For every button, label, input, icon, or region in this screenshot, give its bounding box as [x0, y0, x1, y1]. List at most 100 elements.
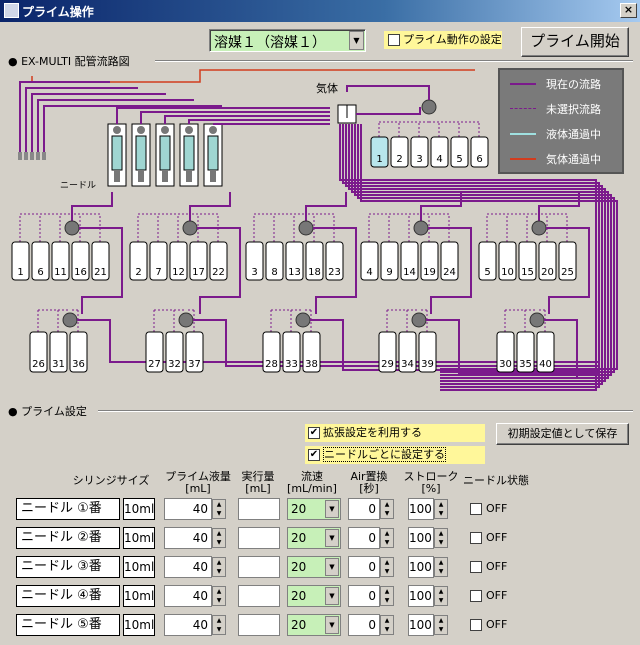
flow-path	[79, 227, 123, 314]
actual-input[interactable]	[238, 556, 280, 578]
stroke-input[interactable]: 100	[408, 527, 434, 549]
air-input[interactable]: 0	[348, 498, 380, 520]
bottle-label: 25	[561, 267, 574, 278]
header-syringe: シリンジサイズ	[72, 474, 150, 487]
flow-path	[538, 192, 580, 221]
stroke-input[interactable]: 100	[408, 614, 434, 636]
bottle	[370, 136, 389, 168]
chevron-down-icon[interactable]: ▼	[325, 558, 339, 576]
checkbox-icon[interactable]	[470, 590, 482, 602]
actual-input[interactable]	[238, 527, 280, 549]
valve	[531, 220, 547, 236]
bottle-label: 16	[74, 267, 87, 278]
volume-input[interactable]: 40	[164, 527, 212, 549]
needle-tip	[42, 152, 46, 160]
prime-section-title: ● プライム設定	[8, 405, 87, 418]
bottle	[31, 241, 50, 281]
per-needle-checkbox[interactable]: ✔ニードルごとに設定する	[305, 446, 485, 464]
save-default-button[interactable]: 初期設定値として保存	[496, 423, 629, 445]
air-spinner[interactable]: ▲▼	[380, 615, 394, 635]
syringe-valve	[113, 126, 121, 134]
air-spinner[interactable]: ▲▼	[380, 586, 394, 606]
volume-input[interactable]: 40	[164, 614, 212, 636]
chevron-down-icon[interactable]: ▼	[325, 587, 339, 605]
actual-input[interactable]	[238, 498, 280, 520]
chevron-down-icon[interactable]: ▼	[325, 529, 339, 547]
volume-spinner[interactable]: ▲▼	[212, 557, 226, 577]
flow-select[interactable]: 20▼	[287, 585, 341, 607]
checkbox-icon[interactable]	[470, 619, 482, 631]
bottle	[169, 241, 188, 281]
stroke-spinner[interactable]: ▲▼	[434, 499, 448, 519]
air-input[interactable]: 0	[348, 556, 380, 578]
bottle-label: 27	[148, 359, 161, 370]
volume-spinner[interactable]: ▲▼	[212, 586, 226, 606]
checkbox-icon[interactable]	[470, 503, 482, 515]
needle-status-toggle[interactable]: OFF	[470, 531, 507, 545]
flow-select[interactable]: 20▼	[287, 527, 341, 549]
stroke-spinner[interactable]: ▲▼	[434, 615, 448, 635]
bottle-label: 3	[251, 267, 257, 278]
syringe-barrel	[135, 135, 147, 171]
volume-spinner[interactable]: ▲▼	[212, 499, 226, 519]
checkbox-icon[interactable]	[470, 561, 482, 573]
air-input[interactable]: 0	[348, 527, 380, 549]
chevron-down-icon[interactable]: ▼	[349, 31, 364, 50]
title-bar: プライム操作 ×	[0, 0, 640, 22]
use-extended-checkbox[interactable]: ✔拡張設定を利用する	[305, 424, 485, 442]
checkmark-icon[interactable]: ✔	[308, 427, 320, 439]
needle-status-toggle[interactable]: OFF	[470, 560, 507, 574]
syringe-plunger	[186, 170, 192, 182]
volume-spinner[interactable]: ▲▼	[212, 528, 226, 548]
stroke-input[interactable]: 100	[408, 556, 434, 578]
bottle-label: 37	[188, 359, 201, 370]
needle-status-toggle[interactable]: OFF	[470, 618, 507, 632]
chevron-down-icon[interactable]: ▼	[325, 500, 339, 518]
actual-input[interactable]	[238, 614, 280, 636]
flow-select[interactable]: 20▼	[287, 556, 341, 578]
close-button[interactable]: ×	[620, 3, 637, 18]
prime-setting-checkbox[interactable]: プライム動作の設定	[384, 31, 502, 49]
volume-spinner[interactable]: ▲▼	[212, 615, 226, 635]
valve	[178, 312, 194, 328]
stroke-input[interactable]: 100	[408, 585, 434, 607]
checkbox-icon[interactable]	[388, 34, 400, 46]
stroke-spinner[interactable]: ▲▼	[434, 557, 448, 577]
syringe-valve	[161, 126, 169, 134]
chevron-down-icon[interactable]: ▼	[325, 616, 339, 634]
flow-path	[310, 319, 600, 371]
legend-label: 気体通過中	[546, 153, 601, 166]
needle-status-toggle[interactable]: OFF	[470, 502, 507, 516]
volume-input[interactable]: 40	[164, 556, 212, 578]
flow-path	[31, 93, 166, 157]
prime-start-button[interactable]: プライム開始	[521, 27, 629, 57]
bottle-label: 28	[265, 359, 278, 370]
stroke-spinner[interactable]: ▲▼	[434, 528, 448, 548]
bottle-label: 6	[37, 267, 43, 278]
air-spinner[interactable]: ▲▼	[380, 528, 394, 548]
needle-status-toggle[interactable]: OFF	[470, 589, 507, 603]
legend-item: 気体通過中	[508, 151, 618, 167]
syringe-size: 10ml	[123, 585, 155, 607]
air-input[interactable]: 0	[348, 614, 380, 636]
solvent-select[interactable]: 溶媒１（溶媒１） ▼	[209, 29, 366, 52]
flow-select[interactable]: 20▼	[287, 498, 341, 520]
actual-input[interactable]	[238, 585, 280, 607]
stroke-spinner[interactable]: ▲▼	[434, 586, 448, 606]
flow-select[interactable]: 20▼	[287, 614, 341, 636]
volume-input[interactable]: 40	[164, 585, 212, 607]
bottle-label: 4	[366, 267, 372, 278]
checkbox-icon[interactable]	[470, 532, 482, 544]
flow-path	[339, 124, 597, 391]
air-spinner[interactable]: ▲▼	[380, 499, 394, 519]
bottle-label: 29	[381, 359, 394, 370]
air-spinner[interactable]: ▲▼	[380, 557, 394, 577]
flow-path	[305, 192, 347, 221]
checkmark-icon[interactable]: ✔	[308, 449, 320, 461]
bottle	[378, 331, 397, 373]
air-input[interactable]: 0	[348, 585, 380, 607]
bottle	[91, 241, 110, 281]
bottle	[430, 136, 449, 168]
stroke-input[interactable]: 100	[408, 498, 434, 520]
volume-input[interactable]: 40	[164, 498, 212, 520]
